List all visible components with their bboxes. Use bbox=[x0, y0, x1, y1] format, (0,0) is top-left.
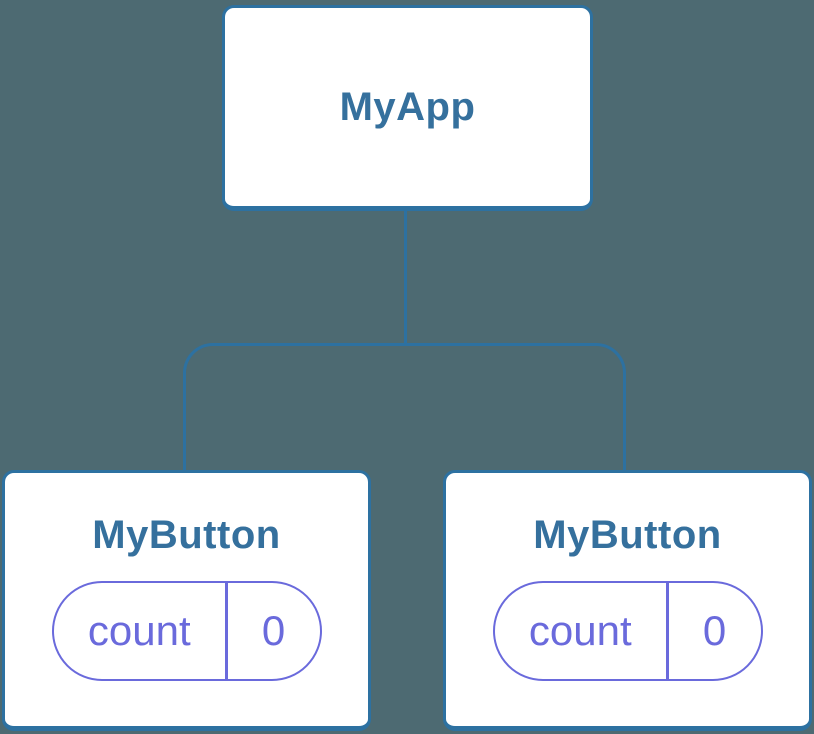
state-pill: count 0 bbox=[492, 581, 763, 681]
node-label: MyButton bbox=[92, 513, 281, 557]
state-value: 0 bbox=[261, 607, 286, 654]
state-divider bbox=[225, 583, 228, 679]
tree-node-mybutton-2: MyButton count 0 bbox=[443, 470, 812, 731]
connector-branch bbox=[183, 343, 626, 471]
node-label: MyApp bbox=[339, 85, 476, 129]
state-pill: count 0 bbox=[51, 581, 322, 681]
tree-node-mybutton-1: MyButton count 0 bbox=[2, 470, 371, 731]
node-label: MyButton bbox=[533, 513, 722, 557]
state-divider bbox=[666, 583, 669, 679]
connector-stem bbox=[404, 211, 407, 346]
state-key-label: count bbox=[528, 607, 632, 654]
state-value: 0 bbox=[702, 607, 727, 654]
tree-node-myapp: MyApp bbox=[222, 5, 593, 211]
state-key-label: count bbox=[87, 607, 191, 654]
